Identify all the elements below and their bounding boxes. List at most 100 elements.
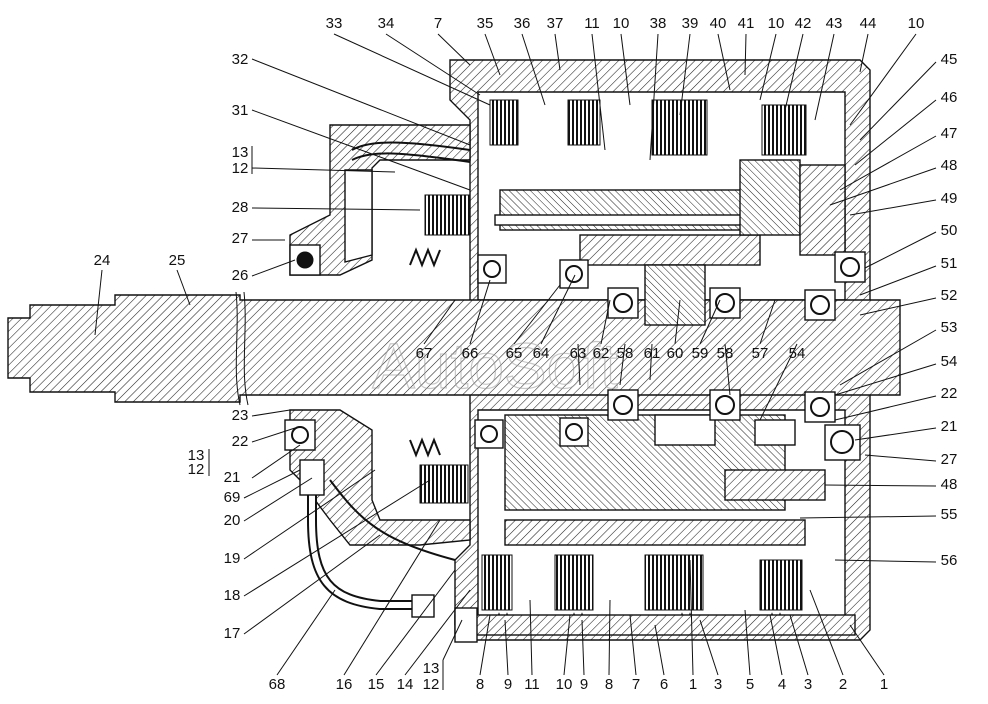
callout-56: 56 (941, 552, 958, 569)
callout-7-top: 7 (434, 15, 442, 32)
leader-line (859, 297, 937, 316)
leader-line (176, 269, 191, 306)
callout-54-a: 54 (789, 345, 806, 362)
callout-20: 20 (224, 512, 241, 529)
callout-33: 33 (326, 15, 343, 32)
callout-42: 42 (795, 15, 812, 32)
callout-3-b: 3 (804, 676, 812, 693)
callout-13-b: 13 (188, 447, 205, 464)
callout-10-a: 10 (613, 15, 630, 32)
leader-line (854, 99, 937, 166)
callout-48-top: 48 (941, 157, 958, 174)
callout-5: 5 (746, 676, 754, 693)
callout-labels: 33 34 7 35 36 37 11 10 38 39 40 41 10 42… (94, 15, 958, 693)
callout-28: 28 (232, 199, 249, 216)
leader-line (839, 329, 937, 386)
callout-31: 31 (232, 102, 249, 119)
leader-line (759, 343, 798, 421)
callout-24: 24 (94, 252, 111, 269)
leader-line (724, 343, 731, 396)
leader-line (251, 58, 471, 146)
callout-35: 35 (477, 15, 494, 32)
callout-48-bottom: 48 (941, 476, 958, 493)
leader-line (608, 599, 611, 676)
leader-line (854, 427, 937, 441)
leader-line (654, 624, 665, 676)
leader-line (251, 207, 421, 211)
leader-line (824, 484, 937, 487)
callout-10-d: 10 (556, 676, 573, 693)
gears (494, 159, 846, 546)
leader-line (859, 33, 869, 73)
callout-65: 65 (506, 345, 523, 362)
leader-line (563, 614, 571, 676)
bearing (709, 389, 741, 421)
callout-46: 46 (941, 89, 958, 106)
callout-47: 47 (941, 125, 958, 142)
leader-lines (94, 33, 937, 676)
callout-27-top: 27 (232, 230, 249, 247)
leader-line (540, 274, 576, 345)
leader-line (859, 61, 937, 141)
leader-line (814, 33, 835, 121)
leader-line (276, 589, 336, 676)
leader-line (484, 33, 501, 76)
watermark: AutoSoft (372, 330, 618, 402)
callout-41: 41 (738, 15, 755, 32)
bearing (709, 287, 741, 319)
leader-line (251, 427, 296, 443)
callout-62: 62 (593, 345, 610, 362)
callout-10-b: 10 (768, 15, 785, 32)
callout-37: 37 (547, 15, 564, 32)
leader-line (744, 33, 747, 76)
leader-line (744, 609, 751, 676)
leader-line (789, 614, 809, 676)
leader-line (529, 599, 533, 676)
callout-9-a: 9 (504, 676, 512, 693)
callout-8-b: 8 (605, 676, 613, 693)
callout-27-bottom: 27 (941, 451, 958, 468)
callout-63: 63 (570, 345, 587, 362)
callout-22-right: 22 (941, 385, 958, 402)
leader-line (243, 469, 376, 560)
leader-line (759, 299, 776, 345)
bearing (477, 254, 507, 284)
callout-61: 61 (644, 345, 661, 362)
bearing (607, 389, 639, 421)
callout-12-a: 12 (232, 160, 249, 177)
callout-13-a: 13 (232, 144, 249, 161)
leader-line (679, 33, 691, 116)
leader-line (619, 343, 626, 386)
clutch-packs-top (424, 99, 807, 236)
bearing (824, 424, 861, 461)
leader-line (513, 284, 561, 345)
callout-21-right: 21 (941, 418, 958, 435)
leader-line (759, 33, 777, 101)
bearing (804, 391, 836, 423)
bearings (284, 244, 866, 461)
hose (299, 459, 456, 618)
leader-line (649, 33, 659, 161)
leader-line (251, 259, 296, 277)
leader-line (600, 299, 611, 345)
leader-line (469, 279, 491, 345)
leader-line (251, 409, 291, 417)
callout-54-b: 54 (941, 353, 958, 370)
leader-line (94, 269, 103, 336)
callout-50: 50 (941, 222, 958, 239)
callout-43: 43 (826, 15, 843, 32)
callout-55: 55 (941, 506, 958, 523)
bearing (559, 417, 589, 447)
leader-line (333, 33, 491, 106)
callout-38: 38 (650, 15, 667, 32)
callout-10-c: 10 (908, 15, 925, 32)
callout-39: 39 (682, 15, 699, 32)
callout-52: 52 (941, 287, 958, 304)
leader-line (251, 109, 471, 191)
leader-line (385, 33, 481, 96)
callout-1-b: 1 (880, 676, 888, 693)
leader-line (859, 265, 937, 296)
callout-8-a: 8 (476, 676, 484, 693)
callout-4: 4 (778, 676, 786, 693)
